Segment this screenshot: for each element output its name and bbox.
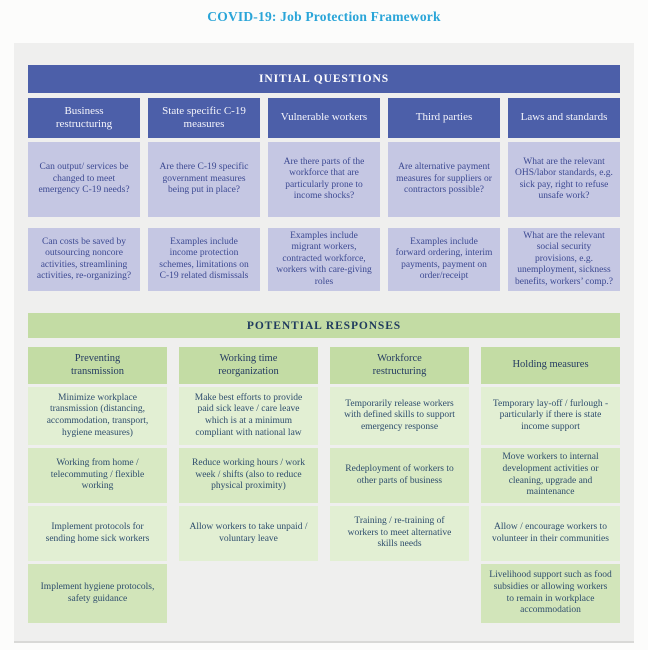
response-cell: Redeployment of workers to other parts o… [330,448,469,503]
question-cell: Examples include migrant workers, contra… [268,228,380,291]
response-cell: Implement hygiene protocols, safety guid… [28,564,167,623]
response-cell: Training / re-training of workers to mee… [330,506,469,561]
response-column-preventing-transmission: Preventing transmission Minimize workpla… [28,347,167,623]
question-column-header: Third parties [388,98,500,138]
question-column-business-restructuring: Business restructuring Can output/ servi… [28,98,140,291]
response-cell: Minimize workplace transmission (distanc… [28,387,167,445]
question-column-laws-and-standards: Laws and standards What are the relevant… [508,98,620,291]
page-title: COVID-19: Job Protection Framework [207,9,441,24]
question-column-header: State specific C-19 measures [148,98,260,138]
response-column-workforce-restructuring: Workforce restructuring Temporarily rele… [330,347,469,623]
response-cell: Reduce working hours / work week / shift… [179,448,318,503]
response-cell: Temporary lay-off / furlough - particula… [481,387,620,445]
question-column-state-specific-measures: State specific C-19 measures Are there C… [148,98,260,291]
question-column-third-parties: Third parties Are alternative payment me… [388,98,500,291]
response-column-header: Working time reorganization [179,347,318,384]
response-cell: Make best efforts to provide paid sick l… [179,387,318,445]
question-cell: What are the relevant OHS/labor standard… [508,142,620,217]
question-cell: Are alternative payment measures for sup… [388,142,500,217]
response-cell: Temporarily release workers with defined… [330,387,469,445]
response-cell: Move workers to internal development act… [481,448,620,503]
response-column-header: Workforce restructuring [330,347,469,384]
initial-questions-section-bar: INITIAL QUESTIONS [28,65,620,93]
response-column-header: Preventing transmission [28,347,167,384]
initial-questions-grid: Business restructuring Can output/ servi… [28,98,620,291]
response-cell: Implement protocols for sending home sic… [28,506,167,561]
response-cell: Working from home / telecommuting / flex… [28,448,167,503]
framework-panel: INITIAL QUESTIONS Business restructuring… [14,43,634,643]
potential-responses-grid: Preventing transmission Minimize workpla… [28,347,620,623]
response-column-holding-measures: Holding measures Temporary lay-off / fur… [481,347,620,623]
question-column-vulnerable-workers: Vulnerable workers Are there parts of th… [268,98,380,291]
question-cell: Are there C-19 specific government measu… [148,142,260,217]
question-column-header: Business restructuring [28,98,140,138]
question-column-header: Laws and standards [508,98,620,138]
response-cell: Livelihood support such as food subsidie… [481,564,620,623]
question-column-header: Vulnerable workers [268,98,380,138]
question-cell: Can output/ services be changed to meet … [28,142,140,217]
question-cell: What are the relevant social security pr… [508,228,620,291]
question-cell: Examples include income protection schem… [148,228,260,291]
question-cell: Examples include forward ordering, inter… [388,228,500,291]
question-cell: Can costs be saved by outsourcing noncor… [28,228,140,291]
response-column-header: Holding measures [481,347,620,384]
question-cell: Are there parts of the workforce that ar… [268,142,380,217]
response-column-working-time-reorganization: Working time reorganization Make best ef… [179,347,318,623]
response-cell: Allow workers to take unpaid / voluntary… [179,506,318,561]
response-cell: Allow / encourage workers to volunteer i… [481,506,620,561]
potential-responses-section-bar: POTENTIAL RESPONSES [28,313,620,338]
